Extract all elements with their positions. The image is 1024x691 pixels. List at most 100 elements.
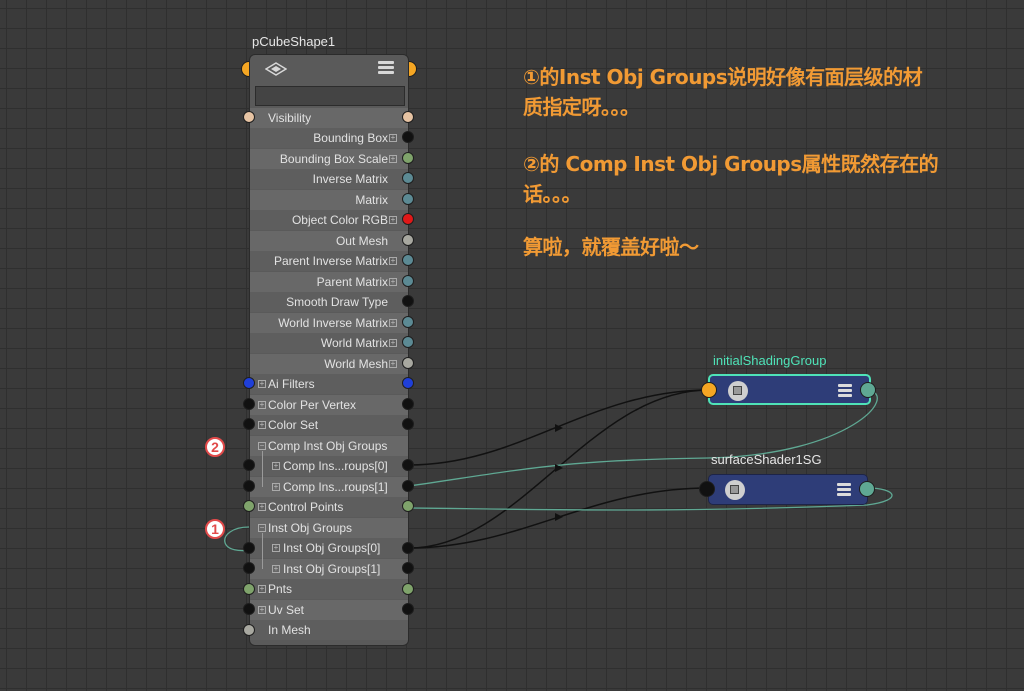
attr-row-world-matrix[interactable]: World Matrix+ bbox=[250, 333, 408, 353]
attr-row-comp-inst-obj-groups-0[interactable]: +Comp Ins...roups[0] bbox=[250, 456, 408, 476]
wire-inst-0-to-surfaceShader[interactable] bbox=[408, 487, 709, 549]
in-port-comp-inst-0[interactable] bbox=[243, 459, 255, 471]
expand-icon[interactable]: + bbox=[389, 277, 397, 286]
expand-icon[interactable]: + bbox=[272, 543, 280, 552]
in-port-inst-0[interactable] bbox=[243, 542, 255, 554]
expand-icon[interactable]: + bbox=[389, 133, 397, 142]
attribute-menu-icon[interactable] bbox=[378, 61, 394, 77]
in-port-surfaceShader1SG[interactable] bbox=[699, 481, 715, 497]
in-port-initialShadingGroup[interactable] bbox=[701, 382, 717, 398]
expand-icon[interactable]: + bbox=[258, 502, 266, 511]
attr-row-in-mesh[interactable]: In Mesh bbox=[250, 620, 408, 640]
out-port-smooth-draw-type[interactable] bbox=[402, 295, 414, 307]
out-port-color-set[interactable] bbox=[402, 418, 414, 430]
out-port-parent-inverse-matrix[interactable] bbox=[402, 254, 414, 266]
shading-group-icon bbox=[725, 480, 745, 500]
out-port-world-mesh[interactable] bbox=[402, 357, 414, 369]
expand-icon[interactable]: + bbox=[389, 215, 397, 224]
attr-row-inst-obj-groups-0[interactable]: +Inst Obj Groups[0] bbox=[250, 538, 408, 558]
out-port-uv-set[interactable] bbox=[402, 603, 414, 615]
attr-row-out-mesh[interactable]: Out Mesh bbox=[250, 231, 408, 251]
attr-label: Parent Matrix bbox=[316, 275, 388, 289]
out-port-out-mesh[interactable] bbox=[402, 234, 414, 246]
attr-row-uv-set[interactable]: +Uv Set bbox=[250, 600, 408, 620]
collapse-icon[interactable]: − bbox=[258, 523, 266, 532]
attr-row-inst-obj-groups[interactable]: −Inst Obj Groups bbox=[250, 518, 408, 538]
attr-row-inst-obj-groups-1[interactable]: +Inst Obj Groups[1] bbox=[250, 559, 408, 579]
out-port-inverse-matrix[interactable] bbox=[402, 172, 414, 184]
expand-icon[interactable]: + bbox=[258, 400, 266, 409]
attr-row-comp-inst-obj-groups[interactable]: −Comp Inst Obj Groups bbox=[250, 436, 408, 456]
attr-row-smooth-draw-type[interactable]: Smooth Draw Type bbox=[250, 292, 408, 312]
out-port-inst-0[interactable] bbox=[402, 542, 414, 554]
attr-row-object-color-rgb[interactable]: Object Color RGB+ bbox=[250, 210, 408, 230]
out-port-visibility[interactable] bbox=[402, 111, 414, 123]
collapse-icon[interactable]: − bbox=[258, 441, 266, 450]
expand-icon[interactable]: + bbox=[258, 605, 266, 614]
surfaceShader1SG-node[interactable] bbox=[708, 474, 868, 505]
out-port-comp-inst-1[interactable] bbox=[402, 480, 414, 492]
attr-row-matrix[interactable]: Matrix bbox=[250, 190, 408, 210]
attribute-filter-field[interactable] bbox=[255, 86, 405, 106]
attr-row-visibility[interactable]: Visibility bbox=[250, 108, 408, 128]
out-port-control-points[interactable] bbox=[402, 500, 414, 512]
out-port-world-inverse-matrix[interactable] bbox=[402, 316, 414, 328]
in-port-visibility[interactable] bbox=[243, 111, 255, 123]
out-port-object-color-rgb[interactable] bbox=[402, 213, 414, 225]
expand-icon[interactable]: + bbox=[272, 461, 280, 470]
node-menu-icon[interactable] bbox=[837, 483, 851, 498]
in-port-uv-set[interactable] bbox=[243, 603, 255, 615]
out-port-initialShadingGroup[interactable] bbox=[860, 382, 876, 398]
in-port-control-points[interactable] bbox=[243, 500, 255, 512]
in-port-comp-inst-1[interactable] bbox=[243, 480, 255, 492]
out-port-ai-filters[interactable] bbox=[402, 377, 414, 389]
attr-row-world-inverse-matrix[interactable]: World Inverse Matrix+ bbox=[250, 313, 408, 333]
out-port-color-per-vertex[interactable] bbox=[402, 398, 414, 410]
attr-row-parent-matrix[interactable]: Parent Matrix+ bbox=[250, 272, 408, 292]
in-port-in-mesh[interactable] bbox=[243, 624, 255, 636]
in-port-inst-1[interactable] bbox=[243, 562, 255, 574]
expand-icon[interactable]: + bbox=[258, 379, 266, 388]
attr-row-bounding-box[interactable]: Bounding Box+ bbox=[250, 128, 408, 148]
attr-row-ai-filters[interactable]: +Ai Filters bbox=[250, 374, 408, 394]
attr-row-inverse-matrix[interactable]: Inverse Matrix bbox=[250, 169, 408, 189]
wire-comp-inst-0-to-initial[interactable] bbox=[408, 389, 710, 466]
expand-icon[interactable]: + bbox=[389, 359, 397, 368]
expand-icon[interactable]: + bbox=[258, 584, 266, 593]
attr-row-pnts[interactable]: +Pnts bbox=[250, 579, 408, 599]
in-port-color-set[interactable] bbox=[243, 418, 255, 430]
attr-row-bounding-box-scale[interactable]: Bounding Box Scale+ bbox=[250, 149, 408, 169]
expand-icon[interactable]: + bbox=[389, 338, 397, 347]
swatch-toggle-icon[interactable] bbox=[265, 62, 287, 76]
attr-row-color-per-vertex[interactable]: +Color Per Vertex bbox=[250, 395, 408, 415]
expand-icon[interactable]: + bbox=[389, 318, 397, 327]
node-menu-icon[interactable] bbox=[838, 384, 852, 399]
expand-icon[interactable]: + bbox=[389, 256, 397, 265]
attr-row-color-set[interactable]: +Color Set bbox=[250, 415, 408, 435]
attr-row-parent-inverse-matrix[interactable]: Parent Inverse Matrix+ bbox=[250, 251, 408, 271]
expand-icon[interactable]: + bbox=[389, 154, 397, 163]
out-port-parent-matrix[interactable] bbox=[402, 275, 414, 287]
pCubeShape1-node[interactable]: Visibility Bounding Box+ Bounding Box Sc… bbox=[249, 54, 409, 646]
expand-icon[interactable]: + bbox=[258, 420, 266, 429]
attr-row-world-mesh[interactable]: World Mesh+ bbox=[250, 354, 408, 374]
tree-connector bbox=[262, 451, 263, 487]
in-port-color-per-vertex[interactable] bbox=[243, 398, 255, 410]
in-port-pnts[interactable] bbox=[243, 583, 255, 595]
out-port-matrix[interactable] bbox=[402, 193, 414, 205]
in-port-ai-filters[interactable] bbox=[243, 377, 255, 389]
out-port-comp-inst-0[interactable] bbox=[402, 459, 414, 471]
out-port-surfaceShader1SG[interactable] bbox=[859, 481, 875, 497]
initialShadingGroup-node[interactable] bbox=[708, 374, 871, 405]
out-port-world-matrix[interactable] bbox=[402, 336, 414, 348]
out-port-pnts[interactable] bbox=[402, 583, 414, 595]
expand-icon[interactable]: + bbox=[272, 564, 280, 573]
out-port-inst-1[interactable] bbox=[402, 562, 414, 574]
wire-inst-0-to-initial[interactable] bbox=[408, 389, 710, 549]
out-port-bounding-box-scale[interactable] bbox=[402, 152, 414, 164]
expand-icon[interactable]: + bbox=[272, 482, 280, 491]
out-port-bounding-box[interactable] bbox=[402, 131, 414, 143]
attr-row-control-points[interactable]: +Control Points bbox=[250, 497, 408, 517]
attr-label: Pnts bbox=[268, 582, 293, 596]
attr-row-comp-inst-obj-groups-1[interactable]: +Comp Ins...roups[1] bbox=[250, 477, 408, 497]
